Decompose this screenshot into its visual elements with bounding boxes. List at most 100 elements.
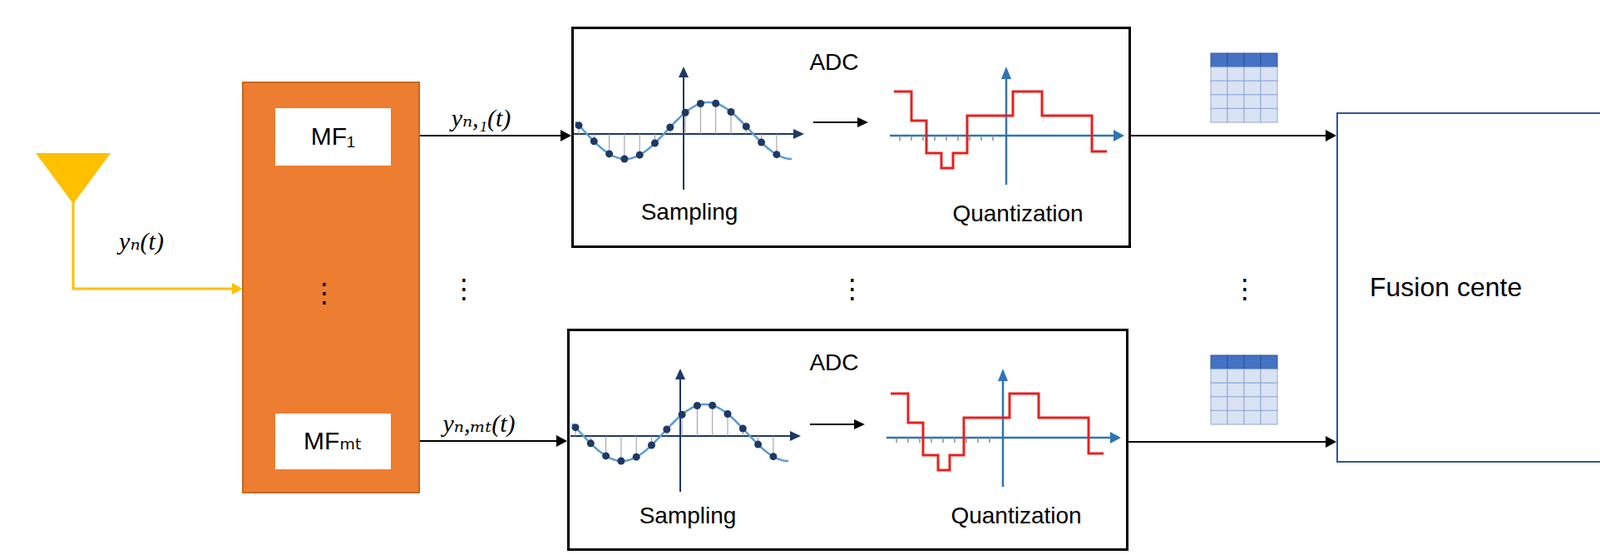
matrix-cell bbox=[1244, 369, 1261, 384]
axis-tick bbox=[910, 135, 913, 141]
connector-arrowhead bbox=[556, 434, 568, 447]
connector-arrowhead bbox=[560, 129, 572, 142]
sample-dot bbox=[696, 99, 705, 108]
block-title: ADC bbox=[809, 349, 859, 376]
axis-tick bbox=[945, 135, 948, 141]
process-arrow bbox=[813, 121, 859, 124]
matrix-cell bbox=[1210, 355, 1228, 370]
sample-dot bbox=[647, 440, 656, 449]
axis-tick bbox=[907, 437, 909, 443]
stage-label: Quantization bbox=[952, 200, 1083, 228]
matrix-cell bbox=[1244, 396, 1261, 411]
axis-tick bbox=[942, 437, 944, 443]
axis-tick bbox=[977, 437, 979, 443]
matrix-cell bbox=[1260, 53, 1278, 68]
data-matrix-icon bbox=[1210, 355, 1278, 425]
quantized-signal bbox=[890, 393, 1104, 470]
matrix-cell bbox=[1227, 409, 1245, 425]
adc-box: ADCSamplingQuantization bbox=[567, 328, 1129, 551]
data-matrix-icon bbox=[1210, 53, 1278, 123]
axis-arrowhead bbox=[1113, 129, 1125, 142]
connector-arrowhead bbox=[1325, 435, 1337, 448]
axis-tick bbox=[965, 437, 968, 443]
stage-label: Sampling bbox=[641, 198, 739, 226]
matrix-cell bbox=[1210, 369, 1228, 384]
matrix-cell bbox=[1227, 108, 1245, 123]
axis-line bbox=[1005, 78, 1008, 185]
connector-arrowhead bbox=[1325, 129, 1337, 142]
sample-stem bbox=[700, 103, 702, 134]
sample-dot bbox=[739, 424, 747, 432]
signal-name: yₙ,ₘₜ(t) bbox=[442, 409, 515, 439]
sample-dot bbox=[662, 424, 671, 433]
matrix-cell bbox=[1210, 409, 1228, 425]
analog-wave bbox=[572, 404, 789, 461]
signal-name: yₙ(t) bbox=[118, 227, 164, 257]
sample-dot bbox=[772, 150, 781, 159]
adc-box: ADCSamplingQuantization bbox=[571, 26, 1131, 248]
matrix-cell bbox=[1210, 53, 1228, 68]
sample-dot bbox=[708, 401, 717, 410]
matrix-cell bbox=[1260, 396, 1278, 411]
axis-tick bbox=[988, 437, 991, 443]
matrix-cell bbox=[1260, 369, 1278, 384]
process-arrowhead bbox=[854, 419, 865, 430]
matrix-cell bbox=[1244, 67, 1261, 82]
axis-arrowhead bbox=[678, 66, 689, 78]
sample-dot bbox=[602, 451, 610, 460]
axis-tick bbox=[980, 135, 983, 141]
matrix-cell bbox=[1227, 94, 1245, 109]
connector-line bbox=[1128, 440, 1327, 443]
sample-dot bbox=[681, 108, 690, 117]
sample-dot bbox=[632, 453, 641, 461]
sample-dot bbox=[678, 410, 687, 419]
matrix-cell bbox=[1244, 355, 1261, 370]
matrix-cell bbox=[1244, 409, 1261, 425]
fusion-center-box: Fusion cente bbox=[1336, 112, 1600, 463]
matrix-cell bbox=[1244, 94, 1261, 109]
axis-tick bbox=[930, 437, 933, 443]
sample-dot bbox=[575, 121, 583, 129]
sample-dot bbox=[711, 99, 720, 108]
matrix-cell bbox=[1210, 396, 1228, 411]
signal-connector bbox=[1130, 129, 1337, 142]
matched-filter-box: MFₘₜ bbox=[275, 413, 391, 470]
matrix-cell bbox=[1244, 382, 1261, 397]
sample-dot bbox=[587, 439, 595, 447]
filter-label: MFₘₜ bbox=[303, 426, 363, 456]
process-arrowhead bbox=[857, 117, 869, 128]
sample-dot bbox=[769, 452, 777, 460]
axis-tick bbox=[922, 135, 924, 141]
axis-tick bbox=[957, 135, 959, 141]
sample-dot bbox=[620, 154, 628, 163]
matrix-cell bbox=[1227, 369, 1245, 384]
sample-dot bbox=[572, 423, 580, 431]
connector-line bbox=[1130, 134, 1327, 137]
matrix-cell bbox=[1227, 53, 1245, 68]
sample-dot bbox=[754, 440, 762, 449]
matrix-cell bbox=[1260, 80, 1278, 95]
sample-dot bbox=[666, 123, 674, 131]
matrix-cell bbox=[1210, 67, 1228, 82]
sample-dot bbox=[693, 401, 702, 410]
sample-dot bbox=[617, 456, 625, 465]
axis-tick bbox=[953, 437, 956, 443]
axis-arrowhead bbox=[1110, 431, 1121, 444]
block-title: Fusion cente bbox=[1369, 271, 1522, 303]
sample-stem bbox=[715, 103, 717, 134]
matrix-cell bbox=[1260, 94, 1278, 109]
analog-wave bbox=[575, 102, 792, 159]
sample-dot bbox=[651, 138, 659, 147]
axis-arrowhead bbox=[1001, 66, 1012, 80]
matrix-cell bbox=[1227, 382, 1245, 397]
axis-tick bbox=[895, 437, 898, 443]
matrix-cell bbox=[1210, 80, 1228, 95]
sample-dot bbox=[757, 138, 766, 147]
axis-arrowhead bbox=[793, 128, 805, 139]
sample-dot bbox=[590, 137, 598, 145]
signal-connector bbox=[1128, 435, 1337, 448]
ellipsis-mark: ⋮ bbox=[839, 273, 866, 305]
signal-name: yₙ,₁(t) bbox=[451, 103, 512, 134]
axis-tick bbox=[968, 135, 971, 141]
